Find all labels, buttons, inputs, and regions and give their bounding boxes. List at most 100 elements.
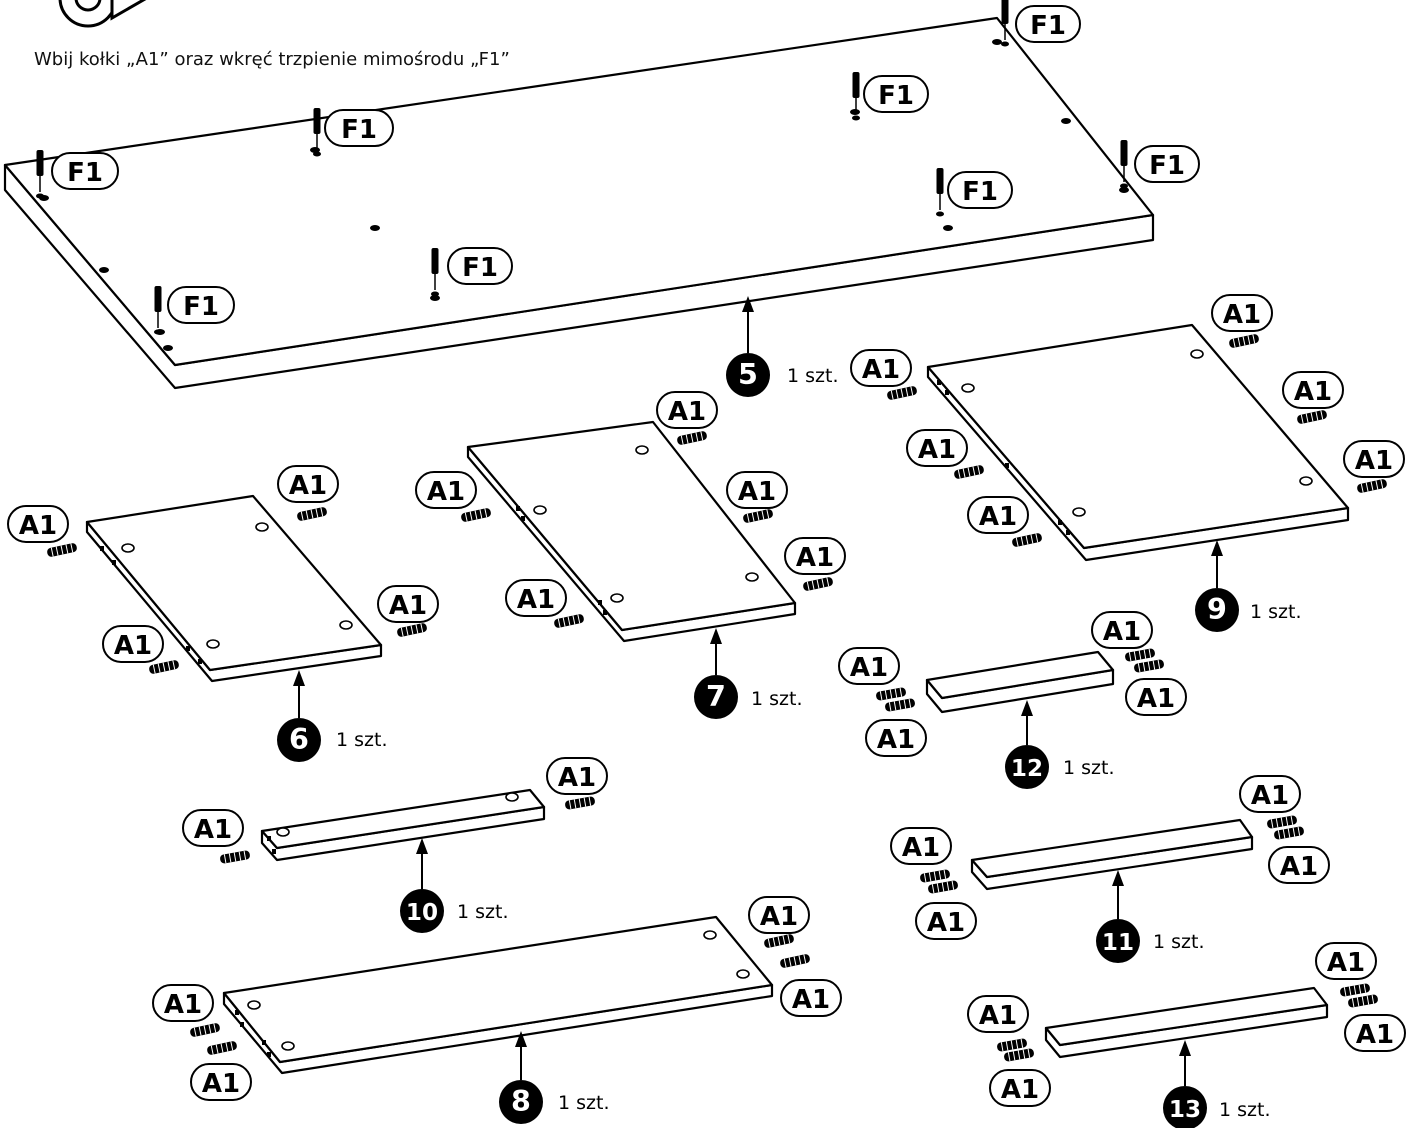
label-a1: A1 [989,1069,1051,1107]
label-a1: A1 [726,471,788,509]
svg-text:A1: A1 [760,902,798,932]
svg-text:F1: F1 [962,177,998,207]
dowel-icon [149,660,179,674]
svg-text:F1: F1 [341,115,377,145]
hole [255,522,269,532]
label-a1: A1 [838,647,900,685]
hole [610,593,624,603]
part-8-panel [222,915,774,1075]
label-f1: F1 [167,286,235,324]
svg-text:F1: F1 [1030,11,1066,41]
label-f1: F1 [447,247,513,285]
svg-text:A1: A1 [1327,948,1365,978]
dowel-icon [954,465,984,479]
part-quantity: 1 szt. [1153,931,1205,953]
label-a1: A1 [182,809,244,847]
part-9-panel [926,323,1350,562]
hole [516,506,520,511]
dowel-icon [1012,533,1042,547]
label-a1: A1 [865,719,927,757]
dowel-icon [207,1041,237,1055]
instruction-text: Wbij kołki „A1” oraz wkręć trzpienie mim… [34,49,510,70]
arrow-icon [1179,1040,1191,1086]
svg-text:A1: A1 [289,471,327,501]
hole [370,225,380,231]
dowel-icon [764,934,794,948]
hole [267,1052,271,1057]
dowel-icon [887,386,917,400]
part-number-badge: 7 [694,675,738,719]
hole [276,827,290,837]
svg-text:A1: A1 [1356,1020,1394,1050]
svg-text:A1: A1 [164,990,202,1020]
label-a1: A1 [1211,294,1273,332]
hole [1072,507,1086,517]
part-quantity: 1 szt. [1250,601,1302,623]
hole [186,646,190,651]
part-number: 7 [706,679,726,713]
label-a1: A1 [1282,371,1344,409]
label-f1: F1 [1134,145,1200,183]
hole [1119,187,1129,193]
label-a1: A1 [967,496,1029,534]
label-a1: A1 [915,902,977,940]
svg-text:A1: A1 [19,511,57,541]
part-number-badge: 6 [277,718,321,762]
part-quantity: 1 szt. [1063,757,1115,779]
hole [262,1040,266,1045]
hole [598,600,602,605]
svg-text:F1: F1 [183,292,219,322]
hole [1066,530,1070,535]
hole [961,383,975,393]
label-a1: A1 [748,896,810,934]
label-a1: A1 [1268,846,1330,884]
dowel-icon [1348,994,1378,1008]
hole [100,546,104,551]
svg-text:A1: A1 [850,653,888,683]
part-number-badge: 5 [726,353,770,397]
label-a1: A1 [7,505,69,543]
label-a1: A1 [890,827,952,865]
hole [736,969,750,979]
label-f1: F1 [324,109,394,147]
svg-text:A1: A1 [1355,446,1393,476]
dowel-icon [565,796,595,810]
part-number-badge: 10 [400,889,444,933]
hole [1058,520,1062,525]
label-f1: F1 [51,152,119,190]
dowel-icon [677,431,707,445]
part-number-badge: 11 [1096,919,1140,963]
arrow-icon [416,838,428,889]
dowel-icon [803,577,833,591]
hole [281,1041,295,1051]
part-quantity: 1 szt. [336,729,388,751]
part-quantity: 1 szt. [1219,1099,1271,1121]
dowel-icon [1357,479,1387,493]
hole [1299,476,1313,486]
part-number: 12 [1011,756,1043,782]
svg-text:A1: A1 [1001,1075,1039,1105]
part-10-panel [260,788,546,862]
hole [121,543,135,553]
dowel-icon [928,880,958,894]
dowel-icon [1297,410,1327,424]
dowel-icon [1004,1048,1034,1062]
label-a1: A1 [190,1063,252,1101]
svg-text:A1: A1 [979,1001,1017,1031]
dowel-icon [1274,826,1304,840]
hole [850,109,860,115]
cam-bolt-icon [1001,0,1009,47]
cam-bolt-icon [852,72,860,121]
dowel-icon [554,614,584,628]
arrow-icon [742,296,754,353]
label-a1: A1 [377,585,439,623]
hole [745,572,759,582]
hole [99,267,109,273]
hole [112,560,116,565]
label-a1: A1 [1344,1014,1406,1052]
cam-bolt-icon [313,108,321,157]
svg-text:A1: A1 [194,815,232,845]
part-quantity: 1 szt. [787,365,839,387]
svg-text:A1: A1 [389,591,427,621]
